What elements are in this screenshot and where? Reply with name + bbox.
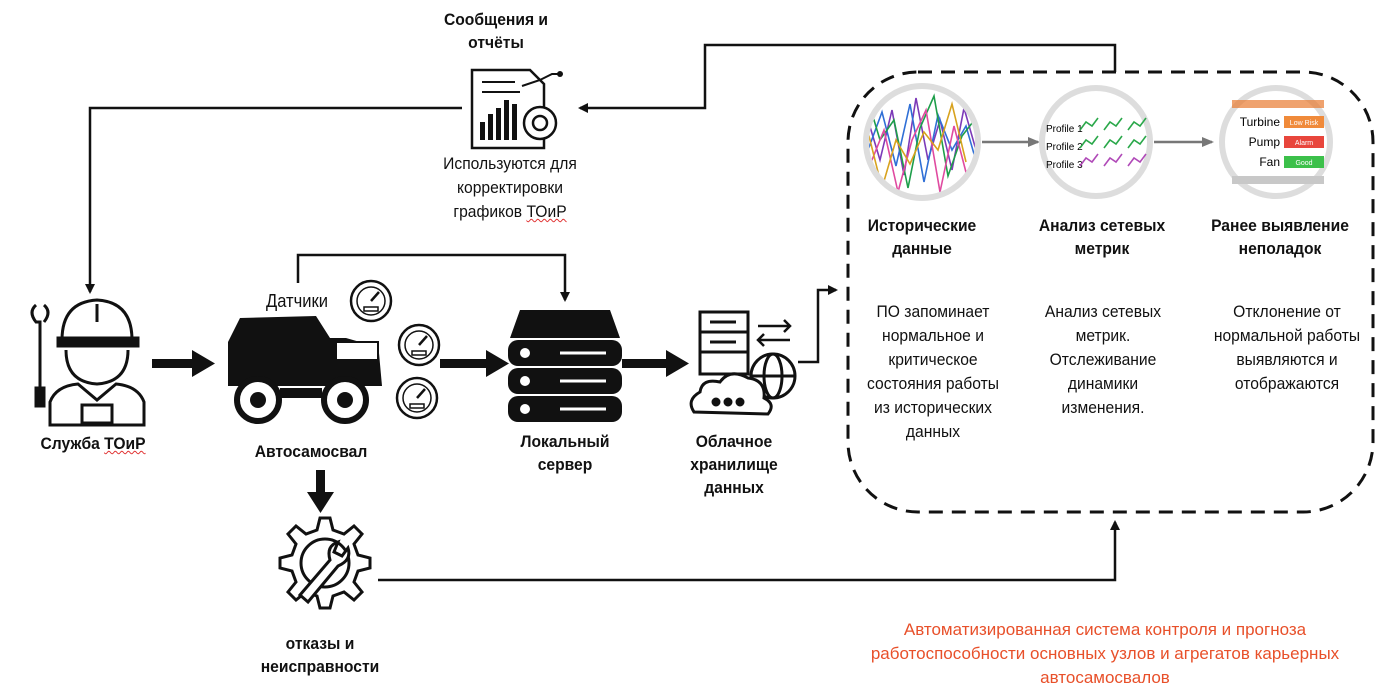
early-title-line: Ранее выявление [1211,216,1349,235]
history-desc-line: нормальное и [882,326,984,345]
early-desc: Отклонение от нормальной работы выявляют… [1203,300,1370,396]
network-desc-line: динамики [1067,374,1139,393]
arrow-cloud-to-system [798,285,838,364]
status-badge [1284,136,1324,148]
thick-arrow-server-to-cloud [622,350,689,377]
caption-line: работоспособности основных узлов и агрег… [870,644,1340,663]
history-desc-line: критическое [888,350,978,369]
network-desc-line: Анализ сетевых [1044,302,1162,321]
thick-arrow-truck-to-failures [307,470,334,513]
gear-wrench-icon [278,516,372,610]
status-panel: Turbine Low Risk Pump Alarm Fan Good [1219,85,1333,199]
thick-arrow-service-to-truck [152,350,215,377]
history-desc-line: данных [905,422,961,441]
arrow-failures-to-system [378,520,1120,582]
profile-label: Profile 2 [1046,142,1083,153]
failures-line: неисправности [260,657,380,676]
caption-line: автосамосвалов [1040,668,1170,687]
system-caption: Автоматизированная система контроля и пр… [830,618,1380,690]
reports-note-text: графиков [453,202,527,221]
history-desc-line: из исторических [873,398,992,417]
early-desc-line: выявляются и [1236,350,1338,369]
report-chart-icon [470,68,563,150]
early-desc-line: нормальной работы [1213,326,1361,345]
truck-label: Автосамосвал [254,442,368,461]
profile-label: Profile 1 [1046,124,1083,135]
status-row-name: Pump [1249,135,1281,149]
network-title-line: Анализ сетевых [1038,216,1166,235]
early-desc-line: Отклонение от [1233,302,1341,321]
sensor-gauge-icon [349,279,441,420]
status-badge-text: Alarm [1295,140,1313,147]
thick-arrow-truck-to-server [440,350,509,377]
network-desc-line: Отслеживание [1049,350,1157,369]
status-badge [1284,156,1324,168]
failures-label: отказы и неисправности [242,632,398,678]
worker-icon [30,298,146,427]
network-metrics-chart: Profile 1 Profile 2 Profile 3 [1039,85,1153,199]
arrow-truck-to-server [296,253,570,302]
status-row-name: Fan [1259,155,1280,169]
reports-note-abbr: ТОиР [526,202,567,221]
server-line: сервер [537,455,593,474]
history-title: Исторические данные [858,214,987,260]
caption-line: Автоматизированная система контроля и пр… [903,620,1307,639]
network-title: Анализ сетевых метрик [1028,214,1175,260]
profile-label: Profile 3 [1046,160,1083,171]
service-label-text: Служба [40,434,105,453]
reports-title: Сообщения и отчёты [432,8,561,54]
network-title-line: метрик [1074,239,1130,258]
reports-title-line: отчёты [468,33,524,52]
history-desc-line: состояния работы [867,374,999,393]
cloud-storage-icon [689,310,797,416]
history-desc: ПО запоминает нормальное и критическое с… [855,300,1011,444]
local-server-icon [508,310,622,422]
cloud-label: Облачное хранилище данных [679,430,789,499]
dump-truck-icon [228,316,382,424]
arrow-system-to-reports [578,43,1117,113]
early-title: Ранее выявление неполадок [1206,214,1353,260]
history-title-line: Исторические [867,216,977,235]
sensors-label: Датчики [265,291,329,311]
service-label-abbr: ТОиР [104,434,146,453]
reports-note-line: графиков ТОиР [427,200,593,224]
service-label: Служба ТОиР [24,432,162,455]
cloud-line: данных [704,478,764,497]
failures-line: отказы и [285,634,355,653]
arrow-reports-to-service [85,106,462,294]
status-badge-text: Good [1295,160,1312,167]
reports-title-line: Сообщения и [443,10,549,29]
history-desc-line: ПО запоминает [876,302,990,321]
reports-note-line: Используются для [443,154,577,173]
network-desc: Анализ сетевых метрик. Отслеживание дина… [1034,300,1172,420]
early-title-line: неполадок [1238,239,1322,258]
reports-note: Используются для корректировки графиков … [427,152,593,224]
network-desc-line: метрик. [1075,326,1131,345]
system-boundary [846,70,1375,514]
server-label: Локальный сервер [505,430,625,476]
reports-note-line: корректировки [456,178,564,197]
network-desc-line: изменения. [1061,398,1145,417]
cloud-line: хранилище [690,455,778,474]
early-desc-line: отображаются [1234,374,1340,393]
server-line: Локальный [520,432,610,451]
status-badge [1284,116,1324,128]
status-row-name: Turbine [1240,115,1281,129]
history-title-line: данные [892,239,952,258]
historical-data-chart [863,83,981,201]
status-badge-text: Low Risk [1290,120,1319,127]
cloud-line: Облачное [695,432,773,451]
